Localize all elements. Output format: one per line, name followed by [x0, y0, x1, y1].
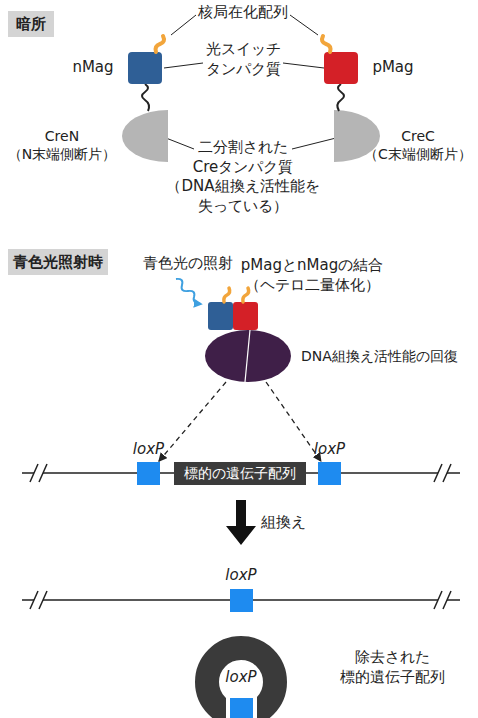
break-mark	[434, 591, 451, 609]
nmag-protein	[128, 52, 162, 84]
ring-gap	[226, 694, 257, 718]
annotation-label: 除去された 標的遺伝子配列	[333, 648, 451, 687]
annotation-label: loxP	[225, 566, 256, 586]
blue-light-arrow	[176, 279, 201, 304]
node-text: DNA組換え活性能の回復	[301, 348, 458, 365]
nls-tag	[224, 288, 230, 302]
break-mark	[30, 591, 47, 609]
leader-line	[166, 138, 194, 149]
target-gene-box: 標的の遺伝子配列	[174, 462, 306, 485]
section-box: 暗所	[8, 11, 54, 37]
annotation-label: pMagとnMagの結合 （ヘテロ二量体化）	[236, 256, 388, 295]
annotation-label: CreC （C末端側断片）	[360, 127, 476, 163]
cre-n-fragment	[122, 110, 168, 162]
section-title: 青色光照射時	[13, 253, 103, 271]
break-mark	[30, 464, 47, 482]
node-text: loxP	[314, 440, 345, 458]
dashed-arrow	[266, 382, 321, 462]
annotation-label: 青色光の照射	[143, 254, 233, 274]
pmag-protein	[233, 302, 258, 330]
break-mark	[434, 464, 451, 482]
loxp-site	[230, 698, 253, 718]
reconstituted-cre	[205, 330, 291, 382]
node-text: loxP	[133, 440, 164, 458]
annotation-label: pMag	[372, 58, 413, 78]
section-title: 暗所	[16, 15, 46, 33]
annotation-label: 組換え	[261, 513, 306, 533]
leader-line	[171, 15, 196, 35]
nmag-protein	[208, 302, 233, 330]
recombination-arrow	[226, 500, 256, 545]
linker	[337, 84, 344, 111]
annotation-label: 二分割された Creタンパク質 （DNA組換え活性能を 失っている）	[159, 138, 327, 216]
nls-tag	[156, 36, 165, 52]
dashed-arrow	[158, 382, 226, 462]
loxp-site	[230, 589, 253, 612]
fragment-seam	[245, 330, 250, 382]
node-text: 標的の遺伝子配列	[184, 465, 296, 482]
complex-shape	[205, 330, 291, 382]
annotation-label: loxP	[225, 668, 256, 688]
section-box: 青色光照射時	[8, 249, 108, 275]
annotation-label: 核局在化配列	[198, 3, 288, 23]
loxp-site: loxP	[318, 462, 341, 485]
cre-complex: DNA組換え活性能の回復	[205, 330, 291, 382]
linker	[142, 84, 149, 111]
annotation-label: CreN （N末端側断片）	[2, 127, 122, 163]
leader-line	[283, 63, 324, 68]
pmag-protein	[324, 52, 358, 84]
leader-line	[164, 63, 203, 68]
leader-line	[292, 138, 336, 149]
loxp-site: loxP	[137, 462, 160, 485]
annotation-label: 光スイッチ タンパク質	[198, 40, 288, 79]
annotation-label: nMag	[72, 58, 113, 78]
nls-tag	[322, 36, 331, 52]
leader-line	[290, 15, 318, 35]
